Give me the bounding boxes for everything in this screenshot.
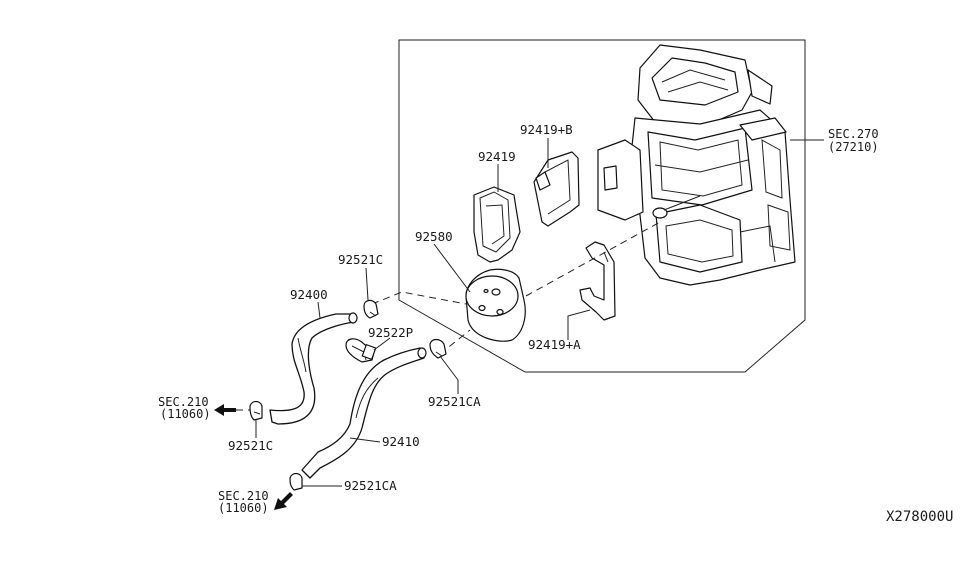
clip-92522p xyxy=(345,338,377,363)
leader-92580 xyxy=(433,243,471,293)
clamp-92521c-top xyxy=(363,299,379,319)
label-92400: 92400 xyxy=(290,287,328,302)
leader-92521ca-mid xyxy=(439,355,459,394)
arrow-sec210-b xyxy=(274,492,293,510)
label-92410: 92410 xyxy=(382,434,420,449)
label-sec210-a-sub: (11060) xyxy=(160,407,211,421)
label-sec270: SEC.270 xyxy=(828,127,879,141)
filter-cover-92419 xyxy=(473,186,521,263)
label-92419: 92419 xyxy=(478,149,516,164)
leader-92400 xyxy=(317,301,321,319)
clamp-92521c-bottom xyxy=(249,400,263,421)
assembly-line-case xyxy=(525,221,661,297)
label-92419b: 92419+B xyxy=(520,122,573,137)
diagram-code: X278000U xyxy=(886,509,953,525)
label-92522p: 92522P xyxy=(368,325,413,340)
hose-92400 xyxy=(269,312,358,425)
bracket-92419a xyxy=(579,241,616,321)
label-sec210-a: SEC.210 xyxy=(158,395,209,409)
label-92521ca-mid: 92521CA xyxy=(428,394,481,409)
leader-92522p xyxy=(373,337,391,351)
leader-92410 xyxy=(349,437,381,443)
filter-bracket-92419b xyxy=(533,151,580,227)
label-sec210-b-sub: (11060) xyxy=(218,501,269,515)
assembly-line-motor xyxy=(371,291,467,305)
label-92521ca-bottom: 92521CA xyxy=(344,478,397,493)
label-sec270-sub: (27210) xyxy=(828,140,879,154)
label-sec210-b: SEC.210 xyxy=(218,489,269,503)
label-92521c-bottom: 92521C xyxy=(228,438,273,453)
clamp-92521ca-mid xyxy=(429,338,447,359)
leader-92419a xyxy=(567,309,591,340)
label-92521c-top: 92521C xyxy=(338,252,383,267)
clamp-92521ca-bottom xyxy=(289,472,303,491)
blower-motor-92580 xyxy=(465,268,526,342)
hose-92410 xyxy=(301,347,427,479)
heater-case-assembly xyxy=(597,44,796,286)
arrow-sec210-a xyxy=(214,404,236,416)
label-92419a: 92419+A xyxy=(528,337,581,352)
label-92580: 92580 xyxy=(415,229,453,244)
leader-92521c-top xyxy=(365,267,369,301)
assembly-boundary xyxy=(398,39,806,373)
